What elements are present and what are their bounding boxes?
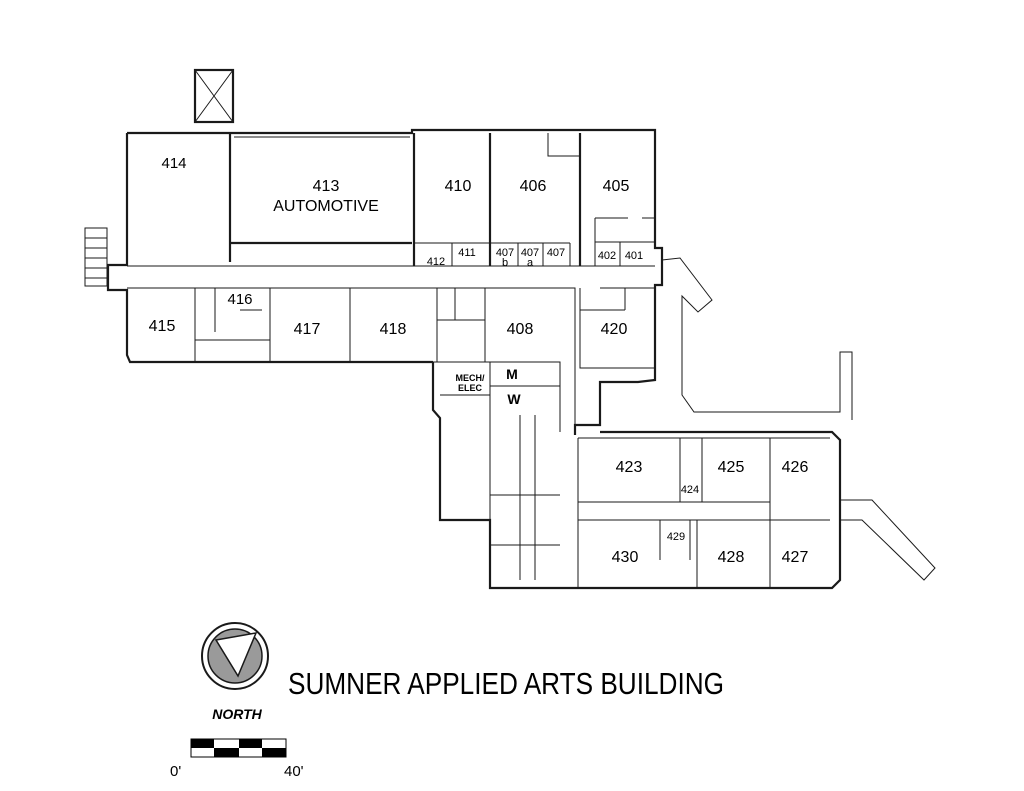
mech-elec-label-2: ELEC: [458, 383, 483, 393]
room-402-label: 402: [598, 250, 616, 262]
room-labels: 414 413 AUTOMOTIVE 410 406 405 411 412 4…: [149, 155, 809, 566]
mech-elec-label-1: MECH/: [456, 373, 485, 383]
room-406-label: 406: [520, 178, 547, 195]
room-416-label: 416: [227, 291, 252, 308]
room-414-label: 414: [161, 155, 186, 172]
interior-walls: [194, 133, 830, 588]
room-426-label: 426: [782, 459, 809, 476]
room-413-label: 413: [313, 178, 340, 195]
room-430-label: 430: [612, 549, 639, 566]
room-423-label: 423: [616, 459, 643, 476]
scale-bar: [190, 738, 287, 758]
stair-tower: [84, 68, 235, 287]
room-428-label: 428: [718, 549, 745, 566]
room-425-label: 425: [718, 459, 745, 476]
mens-restroom-label: M: [506, 366, 518, 382]
room-412-label: 412: [427, 256, 445, 268]
room-407a-sub: a: [527, 257, 534, 269]
room-405-label: 405: [603, 178, 630, 195]
room-429-label: 429: [667, 531, 685, 543]
scale-end-label: 40': [284, 763, 304, 780]
room-420-label: 420: [601, 321, 628, 338]
womens-restroom-label: W: [507, 391, 521, 407]
building-title: SUMNER APPLIED ARTS BUILDING: [288, 666, 724, 701]
room-407a-label: 407: [521, 247, 539, 259]
room-424-label: 424: [681, 484, 699, 496]
building-outline: [106, 128, 842, 590]
north-label: NORTH: [212, 706, 262, 722]
room-410-label: 410: [445, 178, 472, 195]
room-407b-sub: b: [502, 257, 508, 269]
room-407-label: 407: [547, 247, 565, 259]
room-411-label: 411: [458, 247, 476, 259]
north-arrow-icon: [201, 622, 269, 690]
room-407b-label: 407: [496, 247, 514, 259]
room-418-label: 418: [380, 321, 407, 338]
room-401-label: 401: [625, 250, 643, 262]
room-417-label: 417: [294, 321, 321, 338]
room-413-name: AUTOMOTIVE: [273, 198, 379, 215]
scale-start-label: 0': [170, 763, 181, 780]
east-ramps: [661, 257, 936, 581]
room-408-label: 408: [507, 321, 534, 338]
room-427-label: 427: [782, 549, 809, 566]
room-415-label: 415: [149, 318, 176, 335]
